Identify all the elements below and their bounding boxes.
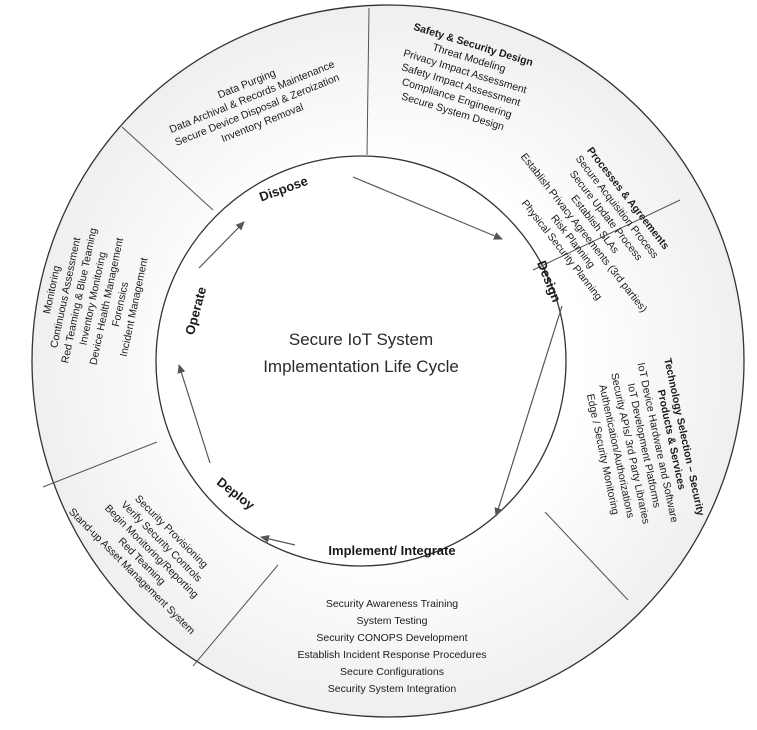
implement-item: System Testing — [356, 615, 427, 627]
arrow-operate-to-dispose — [198, 221, 245, 269]
implement-activities: Security Awareness Training System Testi… — [297, 598, 486, 695]
arrow-dispose-to-design — [352, 176, 503, 240]
implement-item: Secure Configurations — [340, 666, 444, 678]
divider-design-top — [532, 199, 681, 271]
divider-deploy-operate — [42, 441, 158, 488]
implement-item: Security CONOPS Development — [316, 632, 467, 644]
arrow-design-to-implement — [494, 305, 563, 517]
inner-circle — [155, 155, 567, 567]
arrow-implement-to-deploy — [260, 534, 296, 546]
implement-item: Security Awareness Training — [326, 598, 458, 610]
sector-dividers — [42, 7, 681, 667]
implement-item: Establish Incident Response Procedures — [297, 649, 486, 661]
diagram-title-line2: Implementation Life Cycle — [263, 357, 459, 376]
phase-implement: Implement/ Integrate — [328, 543, 455, 558]
cycle-arrows — [177, 176, 563, 546]
technology-selection-block: Technology Selection – Security Products… — [584, 357, 706, 525]
divider-design-implement — [544, 511, 629, 601]
implement-item: Security System Integration — [328, 683, 457, 695]
arrow-deploy-to-operate — [177, 364, 211, 464]
diagram-title-line1: Secure IoT System — [289, 330, 433, 349]
divider-dispose-design — [366, 7, 370, 156]
divider-implement-deploy — [192, 564, 279, 667]
divider-dispose-operate — [121, 126, 214, 211]
